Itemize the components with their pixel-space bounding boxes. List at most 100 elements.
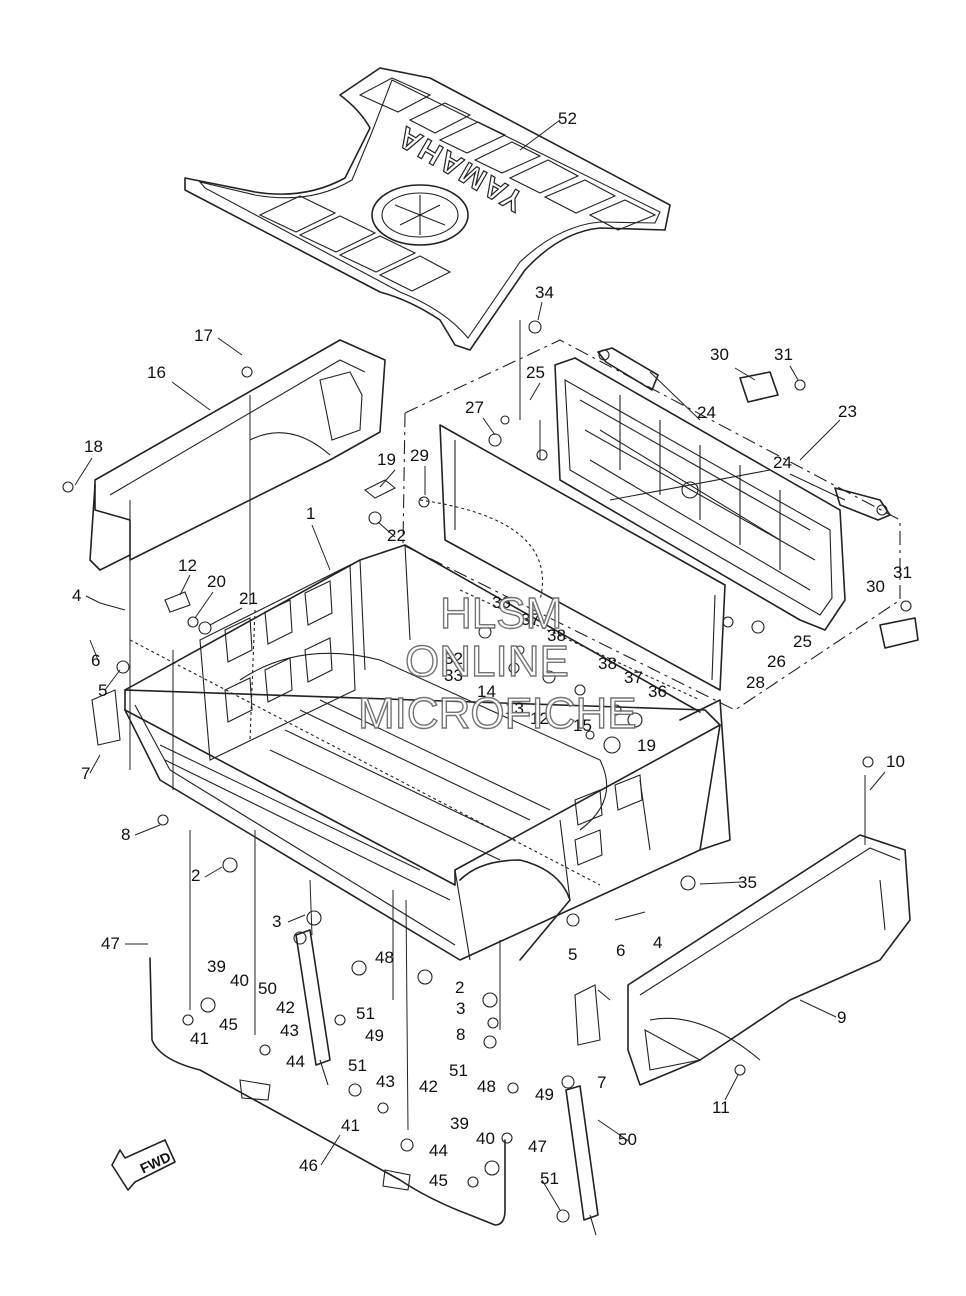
callout-38: 38 [598, 654, 617, 673]
callout-6: 6 [91, 651, 100, 670]
tailgate-assembly-boundary [402, 339, 901, 711]
callout-2: 2 [191, 866, 200, 885]
callout-6: 6 [616, 941, 625, 960]
callout-51: 51 [540, 1169, 559, 1188]
gas-strut-50-right [561, 1075, 599, 1236]
tailgate-inner-panel-28 [439, 424, 726, 691]
callout-44: 44 [286, 1052, 305, 1071]
callout-18: 18 [84, 437, 103, 456]
callout-29: 29 [410, 446, 429, 465]
callout-23: 23 [838, 402, 857, 421]
callout-44: 44 [429, 1141, 448, 1160]
callout-5: 5 [98, 681, 107, 700]
callout-37: 37 [624, 668, 643, 687]
callout-51: 51 [449, 1061, 468, 1080]
watermark-line-1: HLSM [440, 589, 562, 638]
latch-24-upper [597, 347, 659, 391]
watermark: HLSM ONLINE MICROFICHE [357, 588, 637, 738]
callout-31: 31 [774, 345, 793, 364]
callout-1: 1 [306, 504, 315, 523]
callout-7: 7 [81, 764, 90, 783]
callout-48: 48 [375, 948, 394, 967]
callout-5: 5 [568, 945, 577, 964]
callout-36: 36 [492, 593, 511, 612]
callout-42: 42 [276, 998, 295, 1017]
callout-8: 8 [456, 1025, 465, 1044]
callout-47: 47 [528, 1137, 547, 1156]
callout-40: 40 [230, 971, 249, 990]
callout-25: 25 [793, 632, 812, 651]
callout-45: 45 [219, 1015, 238, 1034]
watermark-line-2: ONLINE [405, 637, 569, 686]
callout-13: 13 [505, 699, 524, 718]
callout-51: 51 [348, 1056, 367, 1075]
cargo-bed-1 [124, 544, 731, 961]
callout-38: 38 [547, 626, 566, 645]
callout-19: 19 [637, 736, 656, 755]
callout-24: 24 [697, 403, 716, 422]
callout-24: 24 [773, 453, 792, 472]
callout-28: 28 [746, 673, 765, 692]
callout-51: 51 [356, 1004, 375, 1023]
fasteners [62, 320, 874, 1223]
callout-41: 41 [190, 1029, 209, 1048]
callout-52: 52 [558, 109, 577, 128]
callout-17: 17 [194, 326, 213, 345]
callout-40: 40 [476, 1129, 495, 1148]
bracket-30-upper [739, 371, 806, 403]
callout-45: 45 [429, 1171, 448, 1190]
reference-lines [129, 320, 866, 1131]
callout-50: 50 [258, 979, 277, 998]
callout-leaders [74, 119, 886, 1211]
callout-43: 43 [376, 1072, 395, 1091]
right-side-rail-9 [627, 834, 911, 1086]
callout-49: 49 [535, 1085, 554, 1104]
gas-strut-50-left [293, 929, 331, 1086]
callout-10: 10 [886, 752, 905, 771]
callout-27: 27 [465, 398, 484, 417]
callout-15: 15 [573, 716, 592, 735]
callout-32: 32 [444, 649, 463, 668]
callout-7: 7 [597, 1073, 606, 1092]
callout-12: 12 [178, 556, 197, 575]
left-side-rail-16 [89, 339, 386, 571]
callout-25: 25 [526, 363, 545, 382]
callout-39: 39 [207, 957, 226, 976]
callout-16: 16 [147, 363, 166, 382]
cable-rod-46 [149, 957, 506, 1226]
fwd-arrow: FWD [111, 1139, 176, 1191]
callout-8: 8 [121, 825, 130, 844]
watermark-line-3: MICROFICHE [358, 689, 637, 738]
callout-50: 50 [618, 1130, 637, 1149]
callout-46: 46 [299, 1156, 318, 1175]
bracket-30-lower [879, 600, 919, 649]
callout-labels: 52 34 30 31 23 25 27 24 24 17 16 18 19 2… [72, 109, 912, 1190]
callout-43: 43 [280, 1021, 299, 1040]
callout-49: 49 [365, 1026, 384, 1045]
callout-31: 31 [893, 563, 912, 582]
callout-4: 4 [653, 933, 662, 952]
callout-42: 42 [419, 1077, 438, 1096]
callout-20: 20 [207, 572, 226, 591]
callout-41: 41 [341, 1116, 360, 1135]
callout-37: 37 [521, 610, 540, 629]
callout-26: 26 [767, 652, 786, 671]
callout-2: 2 [455, 978, 464, 997]
latch-24-lower [834, 487, 891, 521]
callout-30: 30 [866, 577, 885, 596]
callout-47: 47 [101, 934, 120, 953]
callout-35: 35 [738, 873, 757, 892]
callout-36: 36 [648, 682, 667, 701]
callout-11: 11 [712, 1098, 730, 1117]
callout-3: 3 [272, 912, 281, 931]
callout-4: 4 [72, 586, 81, 605]
callout-22: 22 [387, 526, 406, 545]
callout-33: 33 [444, 666, 463, 685]
callout-3: 3 [456, 999, 465, 1018]
mat-logo-text: YAMAHA [391, 119, 530, 218]
callout-9: 9 [837, 1008, 846, 1027]
callout-12: 12 [530, 709, 549, 728]
callout-21: 21 [239, 589, 258, 608]
tailgate-23 [439, 357, 846, 691]
